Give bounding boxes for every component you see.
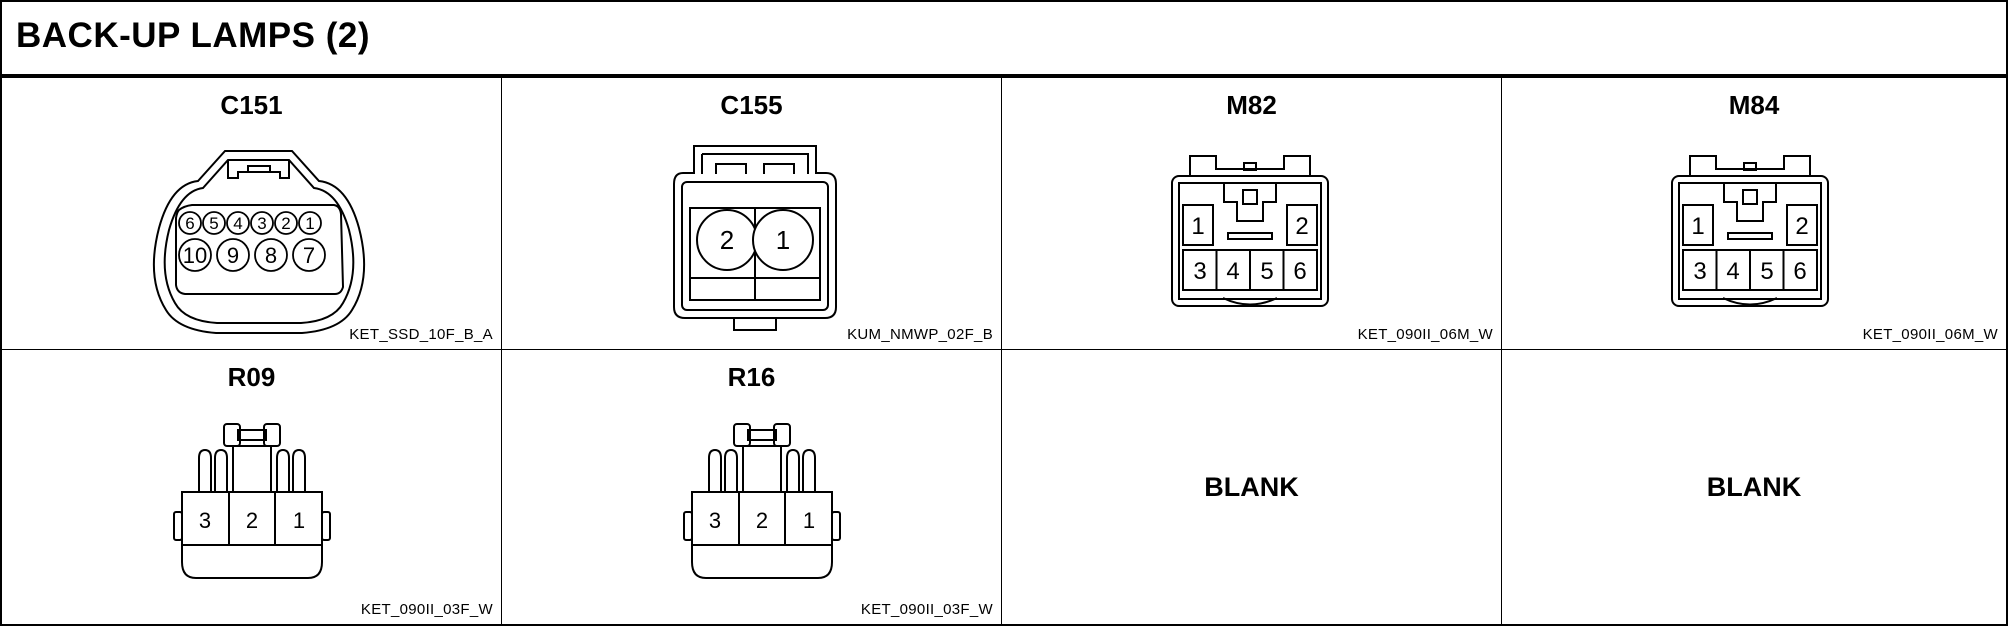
- pin-label: 9: [227, 243, 239, 268]
- pin-label: 1: [1191, 213, 1204, 240]
- pin-label: 7: [303, 243, 315, 268]
- connector-cell-m84: 1 2 3 4 5 6 M84 KET_090II_06M_W: [1502, 78, 2006, 350]
- blank-cell: BLANK: [1002, 350, 1502, 624]
- pin-label: 5: [1260, 258, 1273, 285]
- pin-label: 1: [305, 214, 314, 233]
- pin-label: 2: [756, 508, 768, 533]
- connector-name: C155: [720, 90, 783, 120]
- pin-label: 4: [1226, 258, 1239, 285]
- pin-label: 4: [233, 214, 242, 233]
- connector-name: C151: [220, 90, 283, 120]
- pin-label: 2: [1795, 213, 1808, 240]
- pin-label: 3: [709, 508, 721, 533]
- pin-label: 3: [1193, 258, 1206, 285]
- connector-cell-m82: 1 2 3 4 5 6 M82 KET_090II_06M_W: [1002, 78, 1502, 350]
- pin-label: 2: [1295, 213, 1308, 240]
- pin-label: 1: [803, 508, 815, 533]
- part-number: KUM_NMWP_02F_B: [847, 326, 993, 343]
- connector-name: R16: [727, 362, 776, 392]
- sheet-title: BACK-UP LAMPS (2): [16, 16, 370, 55]
- connector-cell-r09: 3 2 1 R09 KET_090II_03F_W: [2, 350, 502, 624]
- connector-r16-drawing: 3 2 1: [683, 423, 841, 579]
- connector-name: R09: [227, 362, 276, 392]
- part-number: KET_090II_06M_W: [1862, 326, 1998, 343]
- connector-name: M84: [1728, 90, 1780, 120]
- pin-label: 2: [720, 225, 734, 255]
- part-number: KET_SSD_10F_B_A: [349, 326, 493, 343]
- connector-m84-drawing: 1 2 3 4 5 6: [1671, 155, 1829, 307]
- pin-label: 1: [1691, 213, 1704, 240]
- connector-m82-drawing: 1 2 3 4 5 6: [1171, 155, 1329, 307]
- blank-label: BLANK: [1706, 471, 1802, 502]
- pin-label: 3: [199, 508, 211, 533]
- pin-label: 1: [293, 508, 305, 533]
- connector-c151-drawing: 6 5 4 3 2 1 10 9 8 7: [152, 150, 366, 334]
- pin-label: 6: [1293, 258, 1306, 285]
- pin-label: 2: [246, 508, 258, 533]
- pin-label: 3: [257, 214, 266, 233]
- pin-label: 8: [265, 243, 277, 268]
- blank-cell: BLANK: [1502, 350, 2006, 624]
- connector-cell-c151: 6 5 4 3 2 1 10 9 8 7 C151 KET_SSD_10F_B_…: [2, 78, 502, 350]
- connector-name: M82: [1226, 90, 1277, 120]
- connector-sheet: BACK-UP LAMPS (2): [0, 0, 2008, 626]
- connector-r09-drawing: 3 2 1: [173, 423, 331, 579]
- pin-label: 1: [776, 225, 790, 255]
- pin-label: 10: [183, 243, 207, 268]
- pin-label: 5: [209, 214, 218, 233]
- pin-label: 6: [185, 214, 194, 233]
- connector-c155-drawing: 2 1: [673, 145, 837, 331]
- part-number: KET_090II_06M_W: [1357, 326, 1493, 343]
- connector-cell-r16: 3 2 1 R16 KET_090II_03F_W: [502, 350, 1002, 624]
- pin-label: 4: [1726, 258, 1739, 285]
- pin-label: 6: [1793, 258, 1806, 285]
- connector-cell-c155: 2 1 C155 KUM_NMWP_02F_B: [502, 78, 1002, 350]
- pin-label: 2: [281, 214, 290, 233]
- connector-grid: 6 5 4 3 2 1 10 9 8 7 C151 KET_SSD_10F_B_…: [2, 78, 2006, 624]
- part-number: KET_090II_03F_W: [860, 601, 993, 618]
- title-bar: BACK-UP LAMPS (2): [2, 2, 2006, 78]
- part-number: KET_090II_03F_W: [360, 601, 493, 618]
- pin-label: 3: [1693, 258, 1706, 285]
- pin-label: 5: [1760, 258, 1773, 285]
- blank-label: BLANK: [1204, 471, 1299, 502]
